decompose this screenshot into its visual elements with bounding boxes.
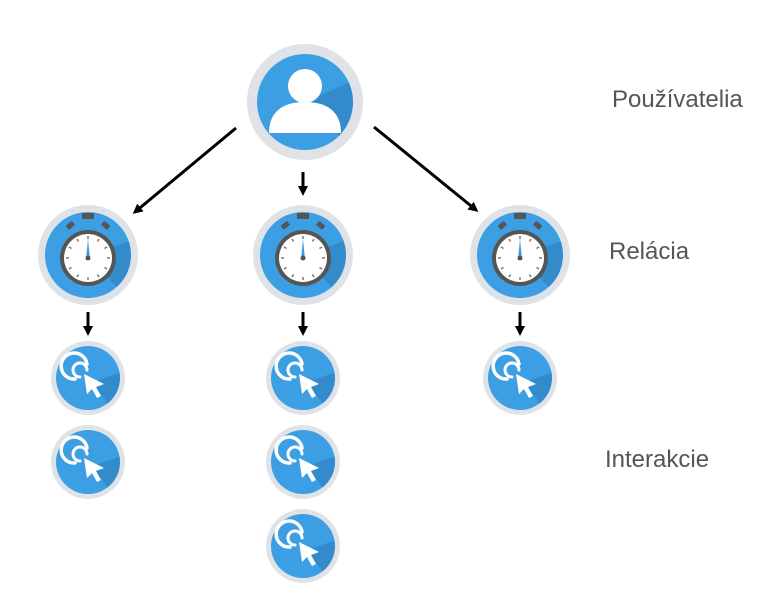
- interaction-node: [483, 341, 557, 415]
- session-node: [253, 205, 353, 305]
- click-cursor-icon: [59, 351, 104, 398]
- interaction-node: [266, 509, 340, 583]
- user-icon: [269, 69, 341, 133]
- stopwatch-icon: [492, 213, 548, 286]
- session-node: [38, 205, 138, 305]
- click-cursor-icon: [491, 351, 536, 398]
- interaction-node: [266, 341, 340, 415]
- arrow-user-to-session-1: [132, 126, 237, 214]
- stopwatch-icon: [60, 213, 116, 286]
- edges: [83, 125, 525, 336]
- arrow-user-to-session-3: [373, 125, 479, 212]
- interaction-node: [51, 425, 125, 499]
- click-cursor-icon: [274, 435, 319, 482]
- session-node: [470, 205, 570, 305]
- interaction-node: [51, 341, 125, 415]
- user-node: [247, 44, 363, 160]
- click-cursor-icon: [59, 435, 104, 482]
- click-cursor-icon: [274, 351, 319, 398]
- level-label-sessions: Relácia: [609, 238, 690, 265]
- click-cursor-icon: [274, 519, 319, 566]
- nodes: [38, 44, 570, 583]
- stopwatch-icon: [275, 213, 331, 286]
- level-label-users: Používatelia: [612, 86, 743, 113]
- level-label-interactions: Interakcie: [605, 446, 710, 473]
- interaction-node: [266, 425, 340, 499]
